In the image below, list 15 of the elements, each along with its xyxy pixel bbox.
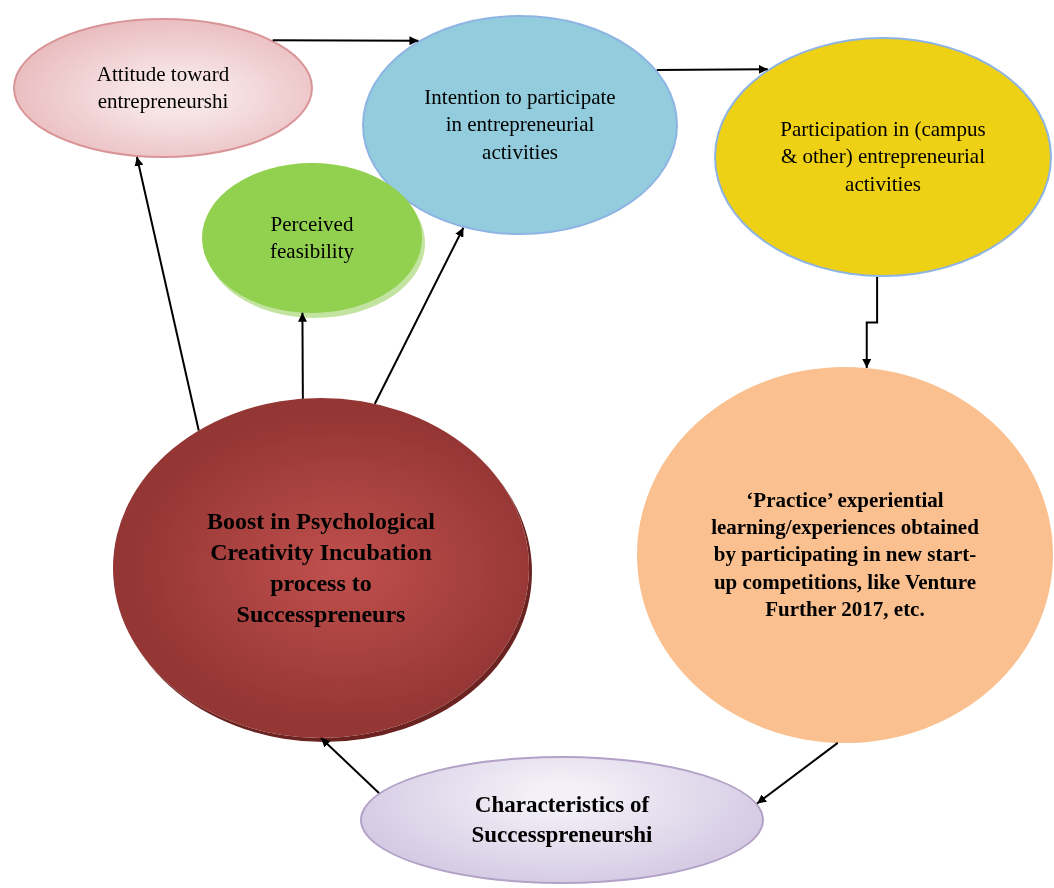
arrow	[756, 741, 839, 805]
node-label: Attitude toward entrepreneurshi	[95, 60, 231, 115]
arrow	[271, 36, 420, 46]
node-label: Characteristics of Successpreneurshi	[470, 791, 654, 849]
arrow	[320, 737, 380, 794]
node-label: Intention to participate in entrepreneurial activities	[424, 84, 616, 166]
arrow	[134, 155, 200, 432]
arrow	[655, 64, 769, 74]
node-label: Boost in Psychological Creativity Incubation process to Successpreneurs	[206, 506, 436, 630]
node-label: Participation in (campus & other) entrepreneurial activities	[779, 116, 987, 198]
arrow	[862, 275, 879, 370]
node-label: ‘Practice’ experiential learning/experiences obtained by participating in new start-up competitions, like Venture Further 2017, etc.	[710, 486, 980, 623]
arrow	[297, 311, 307, 400]
arrow	[373, 226, 465, 405]
node-label: Perceived feasibility	[269, 210, 355, 265]
